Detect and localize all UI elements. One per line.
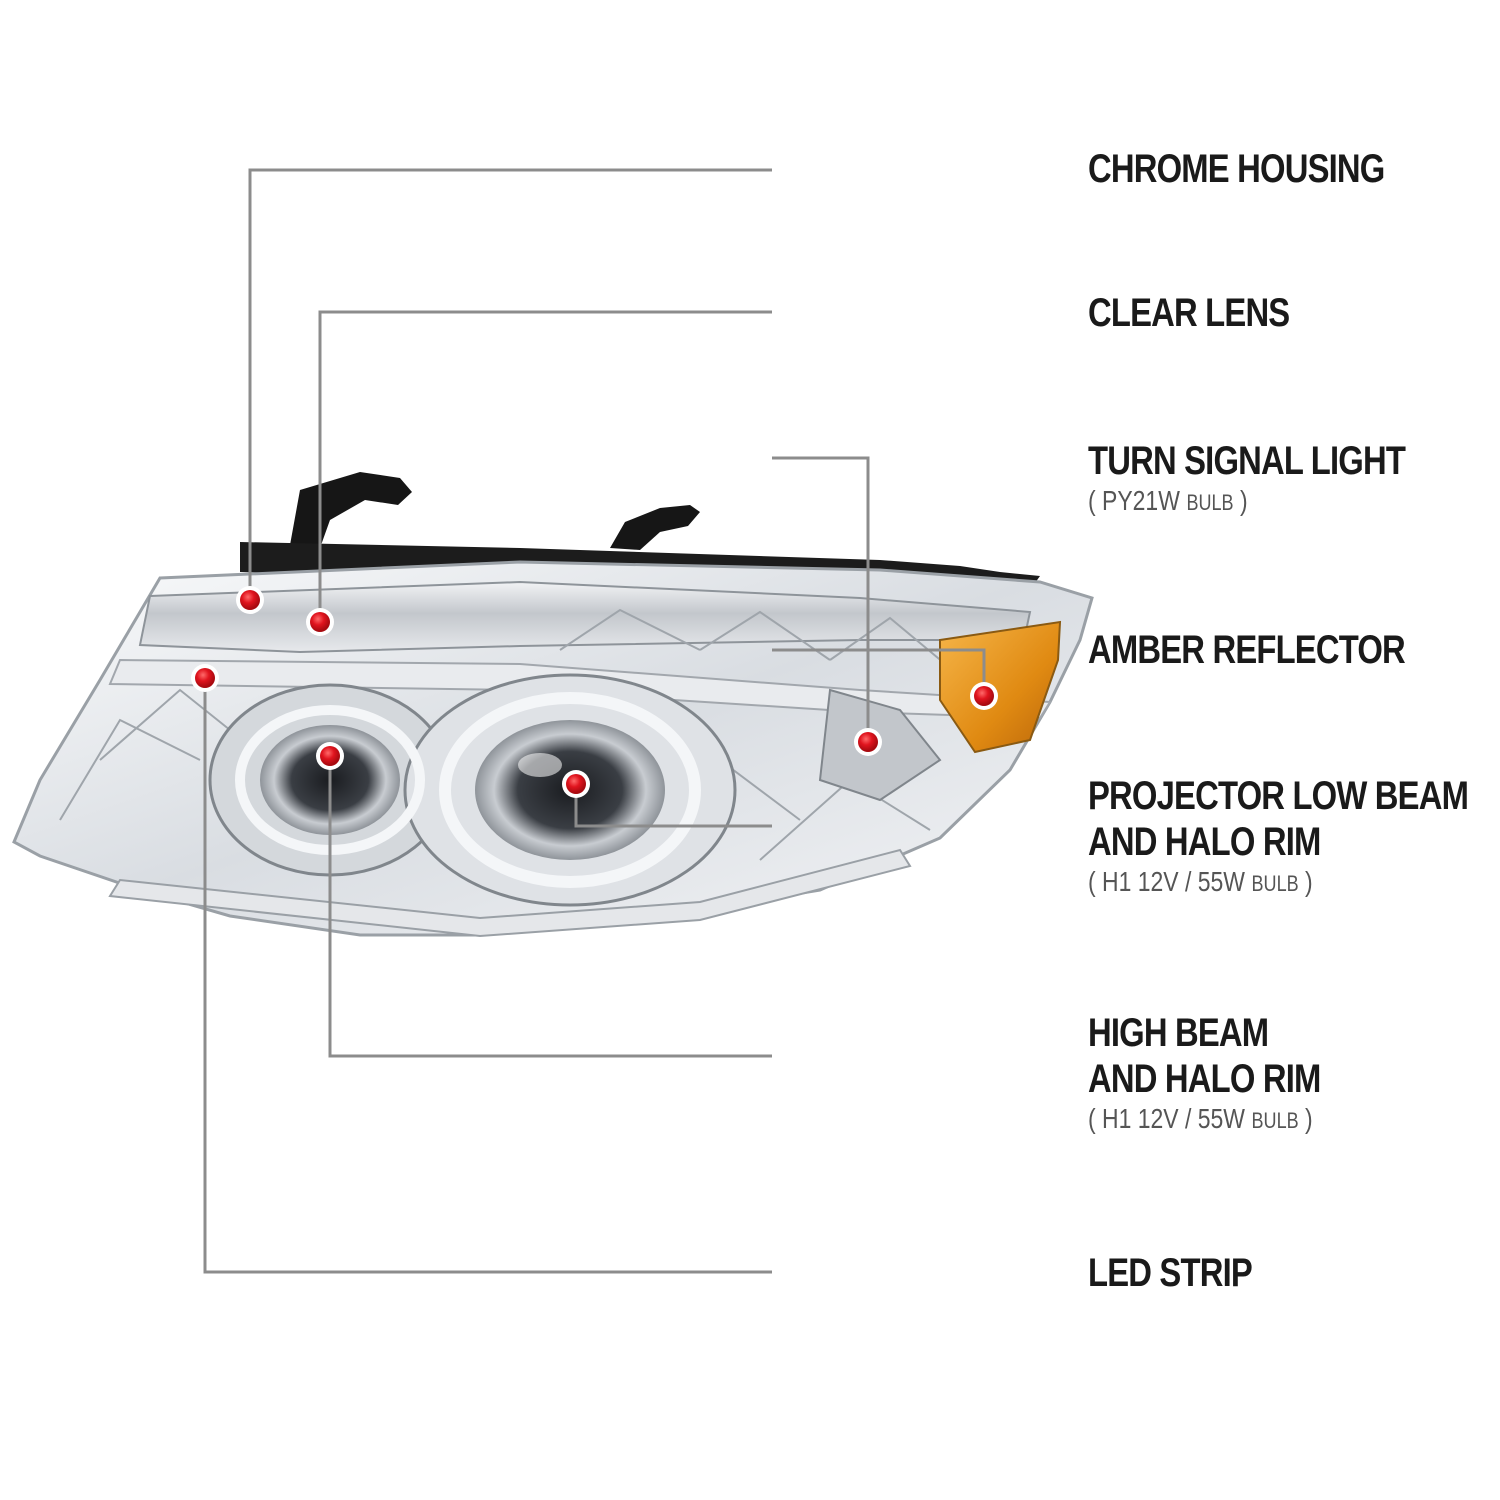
paren-open: ( [1088, 866, 1103, 897]
callout-title-led-strip-0: LED STRIP [1088, 1251, 1253, 1295]
marker-dot-projector-low-beam [566, 774, 586, 794]
bulb-unit: BULB [1186, 490, 1234, 515]
paren-close: ) [1233, 485, 1248, 516]
paren-close: ) [1298, 866, 1313, 897]
callout-label-clear-lens: CLEAR LENS [1088, 290, 1290, 336]
callout-title-projector-low-beam-0: PROJECTOR LOW BEAM [1088, 774, 1469, 818]
callout-label-chrome-housing: CHROME HOUSING [1088, 146, 1385, 192]
callout-title-turn-signal-light-0: TURN SIGNAL LIGHT [1088, 439, 1406, 483]
bulb-spec: PY21W [1102, 485, 1180, 516]
callout-label-led-strip: LED STRIP [1088, 1250, 1253, 1296]
marker-dot-clear-lens [310, 612, 330, 632]
bulb-spec: H1 12V / 55W [1102, 1103, 1245, 1134]
leader-line-clear-lens [318, 310, 772, 622]
projector-halo [439, 692, 701, 888]
marker-dot-high-beam [320, 746, 340, 766]
callout-title-clear-lens-0: CLEAR LENS [1088, 291, 1290, 335]
marker-dot-amber-reflector [974, 686, 994, 706]
callout-title-chrome-housing-0: CHROME HOUSING [1088, 147, 1385, 191]
paren-open: ( [1088, 485, 1103, 516]
callout-title-amber-reflector-0: AMBER REFLECTOR [1088, 628, 1406, 672]
projector-lens-glint [518, 753, 562, 777]
callout-title-high-beam-0: HIGH BEAM [1088, 1011, 1269, 1055]
amber-reflector-shape [939, 620, 1062, 754]
paren-close: ) [1298, 1103, 1313, 1134]
paren-open: ( [1088, 1103, 1103, 1134]
leader-line-chrome-housing [248, 168, 772, 600]
marker-dot-turn-signal-light [858, 732, 878, 752]
lower-trim [108, 848, 912, 938]
leader-line-high-beam [328, 756, 772, 1058]
callout-title-projector-low-beam-1: AND HALO RIM [1088, 820, 1321, 864]
callout-title-high-beam-1: AND HALO RIM [1088, 1057, 1321, 1101]
marker-dot-chrome-housing [240, 590, 260, 610]
bulb-unit: BULB [1251, 1108, 1299, 1133]
marker-dot-led-strip [195, 668, 215, 688]
leader-line-led-strip [203, 678, 772, 1274]
mounting-bracket-left [290, 472, 412, 548]
callout-label-amber-reflector: AMBER REFLECTOR [1088, 627, 1406, 673]
bulb-unit: BULB [1251, 871, 1299, 896]
bulb-spec: H1 12V / 55W [1102, 866, 1245, 897]
mounting-bracket-right [610, 505, 700, 550]
